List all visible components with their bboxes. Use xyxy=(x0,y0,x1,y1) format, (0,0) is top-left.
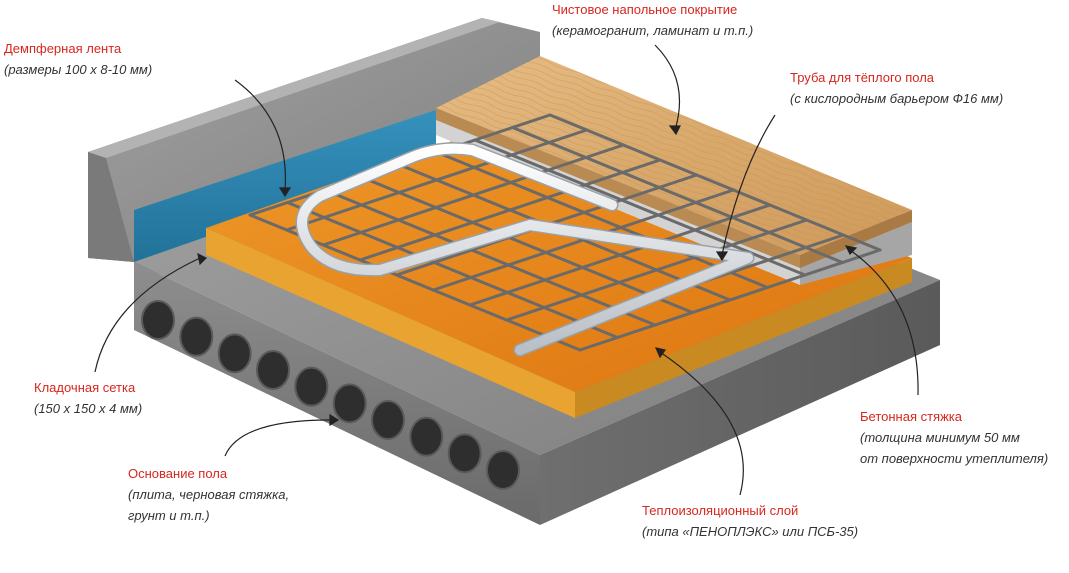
mesh-bar xyxy=(286,201,619,339)
heating-pipe xyxy=(295,142,755,357)
slab-holes xyxy=(141,300,520,490)
mesh-bar xyxy=(431,188,735,292)
label-finish-floor: Чистовое напольное покрытие (керамограни… xyxy=(552,2,753,40)
label-pipe-title: Труба для тёплого пола xyxy=(790,70,935,85)
mesh-bar xyxy=(436,151,769,289)
label-damper-tape-title: Демпферная лента xyxy=(4,41,122,56)
label-damper-tape: Демпферная лента (размеры 100 х 8-10 мм) xyxy=(4,41,152,79)
slab-hole xyxy=(217,333,252,374)
slab-hole xyxy=(409,416,444,457)
slab-hole xyxy=(294,366,329,407)
label-screed: Бетонная стяжка (толщина минимум 50 мм о… xyxy=(860,409,1048,467)
slab-hole xyxy=(256,350,290,390)
label-mesh: Кладочная сетка (150 х 150 х 4 мм) xyxy=(34,380,142,418)
label-finish-floor-title: Чистовое напольное покрытие xyxy=(552,2,738,17)
slab-hole xyxy=(447,433,482,474)
mesh-bar xyxy=(358,158,662,262)
slab-hole xyxy=(486,450,520,490)
slab-hole xyxy=(332,383,367,424)
label-base-sub2: грунт и т.п.) xyxy=(128,507,210,523)
mesh-bar xyxy=(505,218,809,322)
label-base-sub: (плита, черновая стяжка, xyxy=(128,487,290,503)
slab-hole xyxy=(371,400,405,440)
mesh-bar xyxy=(511,126,844,264)
label-screed-sub2: от поверхности утеплителя) xyxy=(860,450,1049,466)
mesh-bar xyxy=(468,203,772,307)
label-insulation: Теплоизоляционный слой (типа «ПЕНОПЛЭКС»… xyxy=(642,503,858,541)
leader-lines xyxy=(94,44,919,496)
mesh-bar xyxy=(361,176,694,314)
insulation-layer xyxy=(206,110,912,418)
slab-hole xyxy=(141,300,175,340)
label-pipe: Труба для тёплого пола (с кислородным ба… xyxy=(790,70,1003,108)
mesh-bar xyxy=(578,248,882,352)
mesh-bar xyxy=(285,128,589,232)
label-damper-tape-sub: (размеры 100 х 8-10 мм) xyxy=(4,62,153,78)
screed-and-finish xyxy=(436,56,912,285)
label-mesh-sub: (150 х 150 х 4 мм) xyxy=(34,401,143,417)
label-screed-sub: (толщина минимум 50 мм xyxy=(860,430,1020,446)
slab-hole xyxy=(179,316,214,357)
label-base: Основание пола (плита, черновая стяжка, … xyxy=(128,466,289,524)
mesh-bar xyxy=(548,113,882,252)
mesh-bar xyxy=(321,143,625,247)
label-mesh-title: Кладочная сетка xyxy=(34,380,136,395)
label-insulation-title: Теплоизоляционный слой xyxy=(642,503,799,518)
label-base-title: Основание пола xyxy=(128,466,228,481)
mesh-bar xyxy=(323,188,657,327)
label-screed-title: Бетонная стяжка xyxy=(860,409,963,424)
label-insulation-sub: (типа «ПЕНОПЛЭКС» или ПСБ-35) xyxy=(642,524,859,540)
label-pipe-sub: (с кислородным барьером Ф16 мм) xyxy=(790,91,1004,107)
label-finish-floor-sub: (керамогранит, ламинат и т.п.) xyxy=(552,23,754,39)
